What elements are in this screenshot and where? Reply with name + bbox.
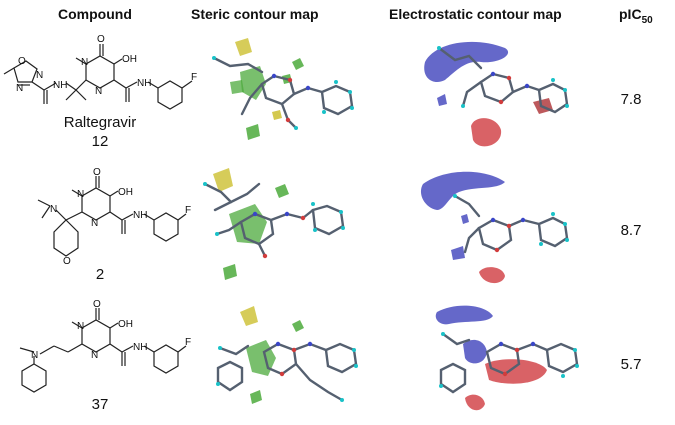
steric-contour-green	[292, 320, 304, 332]
svg-text:F: F	[185, 337, 191, 348]
svg-text:OH: OH	[122, 54, 137, 65]
electrostatic-contour-blue	[424, 41, 509, 82]
structure-compound-37: O N OH N NH F N	[19, 299, 191, 393]
svg-text:OH: OH	[118, 187, 133, 198]
electrostatic-contour-blue	[461, 214, 469, 224]
svg-text:N: N	[36, 70, 43, 81]
electrostatic-contour-blue	[463, 339, 487, 364]
electrostatic-contour-map	[420, 171, 569, 284]
compound-id: 37	[91, 396, 109, 413]
steric-contour-yellow	[240, 306, 258, 326]
svg-text:O: O	[93, 167, 101, 178]
svg-text:N: N	[77, 321, 84, 332]
electrostatic-contour-red	[485, 359, 547, 384]
svg-text:NH: NH	[133, 210, 147, 221]
svg-text:O: O	[97, 34, 105, 45]
electrostatic-contour-blue	[451, 246, 465, 260]
svg-text:N: N	[31, 350, 38, 361]
steric-contour-yellow	[272, 110, 282, 120]
svg-text:N: N	[91, 218, 98, 229]
electrostatic-contour-map	[435, 305, 579, 411]
svg-text:N: N	[77, 189, 84, 200]
electrostatic-contour-blue	[437, 94, 447, 106]
electrostatic-contour-blue	[420, 171, 505, 210]
svg-text:O: O	[63, 256, 71, 267]
pic50-value: 8.7	[620, 222, 642, 239]
steric-contour-map	[216, 306, 358, 404]
svg-text:O: O	[93, 299, 101, 310]
steric-contour-yellow	[235, 38, 252, 56]
compound-id: 2	[95, 266, 105, 283]
svg-text:F: F	[191, 72, 197, 83]
electrostatic-contour-blue	[435, 305, 493, 325]
steric-contour-green	[223, 264, 237, 280]
electrostatic-contour-red	[465, 394, 485, 411]
svg-text:N: N	[95, 86, 102, 97]
svg-text:NH: NH	[133, 342, 147, 353]
compound-name: Raltegravir	[63, 114, 137, 131]
electrostatic-contour-red	[479, 267, 505, 284]
steric-contour-map	[203, 168, 345, 280]
svg-text:N: N	[81, 57, 88, 68]
svg-text:N: N	[91, 350, 98, 361]
steric-contour-map	[212, 38, 354, 140]
svg-text:OH: OH	[118, 319, 133, 330]
header-electrostatic-map: Electrostatic contour map	[389, 6, 562, 22]
electrostatic-contour-red	[471, 118, 502, 147]
pic50-value: 5.7	[620, 356, 642, 373]
header-pic50: pIC50	[619, 6, 653, 26]
svg-text:F: F	[185, 205, 191, 216]
structure-compound-2: O N OH N NH F N O	[37, 167, 191, 267]
steric-contour-green	[230, 80, 244, 94]
svg-text:N: N	[50, 204, 57, 215]
steric-contour-green	[275, 184, 289, 198]
svg-text:O: O	[18, 56, 26, 67]
steric-contour-green	[292, 58, 304, 70]
pic50-value: 7.8	[620, 91, 642, 108]
steric-contour-green	[240, 66, 266, 100]
steric-contour-green	[250, 390, 262, 404]
header-compound: Compound	[58, 6, 132, 22]
svg-text:N: N	[16, 83, 23, 94]
svg-text:NH: NH	[137, 78, 151, 89]
steric-contour-yellow	[213, 168, 233, 192]
svg-text:NH: NH	[53, 80, 67, 91]
compound-id: 12	[91, 133, 109, 150]
header-steric-map: Steric contour map	[191, 6, 319, 22]
electrostatic-contour-map	[424, 41, 569, 147]
structure-raltegravir: O N N NH O N OH N NH F	[3, 34, 197, 110]
steric-contour-green	[246, 124, 260, 140]
